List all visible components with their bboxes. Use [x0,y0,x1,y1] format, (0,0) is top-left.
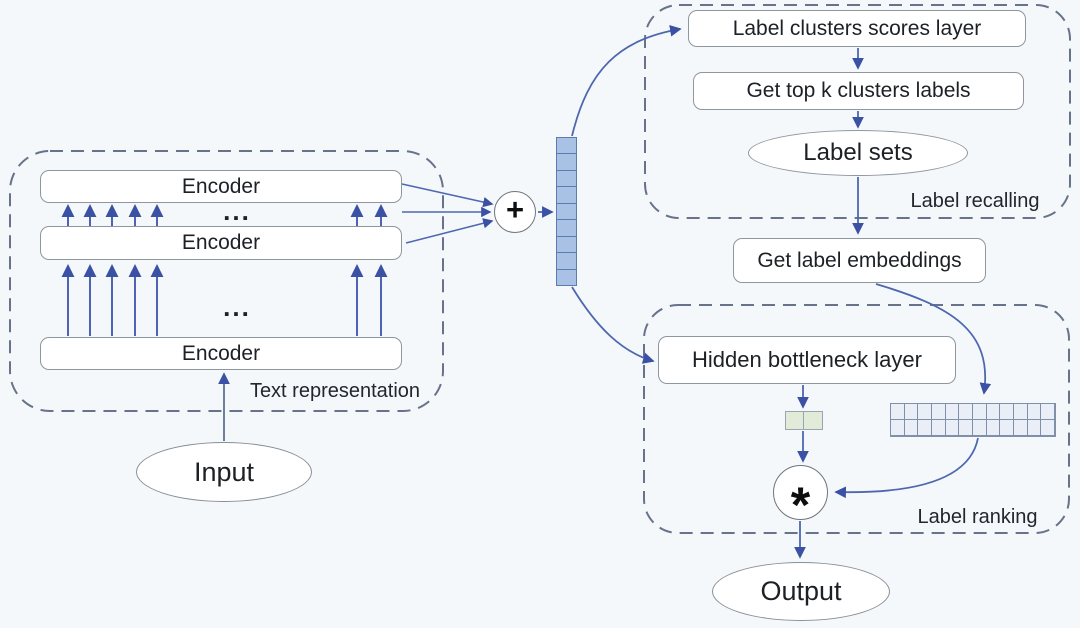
cell [904,404,919,420]
cell [557,204,576,221]
cell [1027,404,1042,420]
encoder-stack-arrows-upper [61,204,388,229]
sum-operator-node: + [494,191,536,233]
cell [918,404,932,420]
pooled-vector-bar [556,137,577,286]
cell [1000,420,1014,436]
cell [986,404,1001,420]
curve-embeddings-to-grid [875,283,992,395]
curve-vector-to-scores-layer [571,24,682,137]
cell [786,412,804,429]
encoder-box-middle: Encoder [40,226,402,260]
cell [986,420,1001,436]
asterisk-symbol: * [790,476,811,533]
multiply-operator-node: * [773,465,828,533]
label-sets-node: Label sets [748,130,968,176]
encoder-box-top: Encoder [40,170,402,203]
cell [918,420,932,436]
cell [557,154,576,171]
label-recalling-caption: Label recalling [910,189,1040,212]
cell [1041,420,1055,436]
cell [932,420,946,436]
encoder-stack-arrows-lower [61,264,388,336]
cell [557,171,576,188]
cell [891,404,905,420]
plus-symbol: + [505,192,525,227]
cell [1014,404,1028,420]
cell [804,412,822,429]
cell [959,420,973,436]
label-embedding-matrix [890,403,1056,437]
cell [973,420,987,436]
cell [1041,404,1055,420]
cell [945,404,960,420]
hidden-bottleneck-layer-box: Hidden bottleneck layer [658,336,956,384]
label-ranking-dashed-border [643,304,1070,534]
bottleneck-vector-cells [785,411,823,430]
output-node: Output [712,562,890,621]
ellipsis-upper: ... [223,195,251,226]
curve-vector-to-bottleneck [571,286,655,364]
text-representation-caption: Text representation [249,379,421,402]
cell [557,138,576,155]
input-node: Input [136,442,312,502]
encoder-box-bottom: Encoder [40,337,402,370]
cell [891,420,905,436]
text-representation-dashed-border [9,150,444,412]
cell [557,270,576,285]
cell [945,420,960,436]
cell [1014,420,1028,436]
cell [973,404,987,420]
cell [959,404,973,420]
cell [1000,404,1014,420]
cell [557,253,576,270]
get-top-k-clusters-labels-box: Get top k clusters labels [693,72,1024,110]
curve-grid-to-multiplier [834,437,979,499]
arrow-encoder-middle-to-plus [405,218,494,244]
cell [904,420,919,436]
label-clusters-scores-layer-box: Label clusters scores layer [688,10,1026,47]
cell [557,187,576,204]
cell [557,237,576,254]
ellipsis-lower: ... [223,291,251,322]
get-label-embeddings-box: Get label embeddings [733,238,986,283]
cell [1027,420,1042,436]
arrow-encoder-top-to-plus [401,183,494,208]
cell [557,220,576,237]
cell [932,404,946,420]
label-ranking-caption: Label ranking [917,505,1038,528]
